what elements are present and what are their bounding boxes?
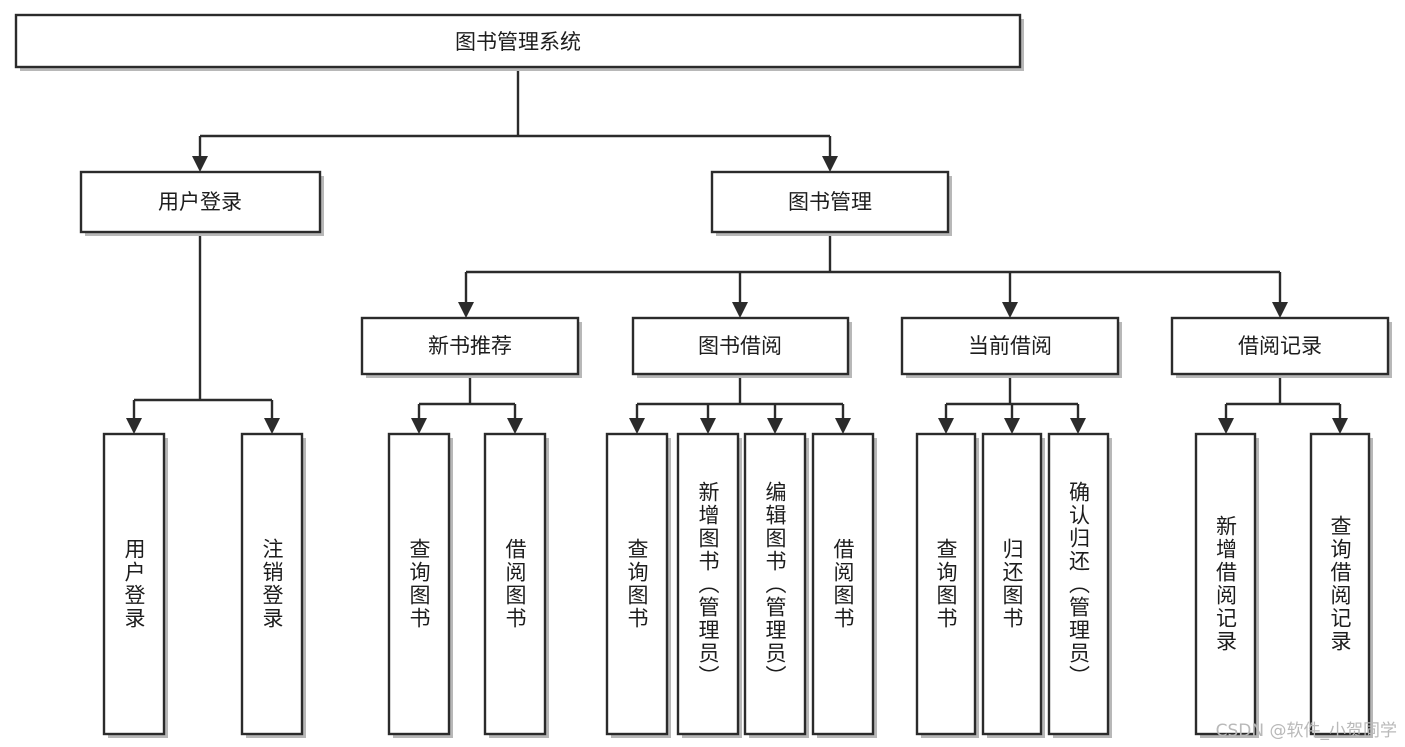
leaf-newbook-query-rect[interactable] (387, 432, 451, 736)
node-book-management-rect[interactable] (710, 170, 950, 234)
leaf-borrow-lend-rect[interactable] (811, 432, 875, 736)
node-book-borrow-label: 图书借阅 (698, 334, 782, 358)
node-book-borrow[interactable]: 图书借阅 (631, 316, 852, 378)
node-user-login[interactable]: 用户登录 (79, 170, 324, 236)
csdn-watermark: CSDN @软件_小贺同学 (1215, 721, 1397, 741)
arrow-leaf-current-query (938, 418, 954, 434)
connector-layer (126, 67, 1348, 434)
node-user-login-label: 用户登录 (158, 190, 242, 214)
arrow-to-book-mgmt (822, 156, 838, 172)
arrow-to-record (1272, 302, 1288, 318)
arrow-to-current (1002, 302, 1018, 318)
node-current-borrow[interactable]: 当前借阅 (900, 316, 1122, 378)
arrow-leaf-record-query (1332, 418, 1348, 434)
arrow-leaf-borrow-lend (835, 418, 851, 434)
arrow-leaf-borrow-edit (767, 418, 783, 434)
arrow-to-borrow (732, 302, 748, 318)
arrow-leaf-newbook-query (411, 418, 427, 434)
node-book-borrow-rect[interactable] (631, 316, 850, 376)
leaf-borrow-query-rect[interactable] (605, 432, 669, 736)
connector-newbook-bus (419, 374, 515, 406)
node-user-login-rect[interactable] (79, 170, 322, 234)
arrow-leaf-logout (264, 418, 280, 434)
leaf-logout-rect[interactable] (240, 432, 304, 736)
leaf-borrow-edit-rect[interactable] (743, 432, 807, 736)
arrow-leaf-user-login (126, 418, 142, 434)
arrow-leaf-current-return (1004, 418, 1020, 434)
leaf-user-login-rect[interactable] (102, 432, 166, 736)
leaf-record-query-rect[interactable] (1309, 432, 1371, 736)
node-root[interactable]: 图书管理系统 (14, 13, 1024, 71)
arrow-leaf-current-confirm (1070, 418, 1086, 434)
node-root-label: 图书管理系统 (455, 30, 581, 54)
node-new-book-recommend-rect[interactable] (360, 316, 580, 376)
node-book-management-label: 图书管理 (788, 190, 872, 214)
arrow-leaf-borrow-query (629, 418, 645, 434)
node-new-book-recommend-label: 新书推荐 (428, 334, 512, 358)
connector-userlogin-bus (134, 232, 272, 402)
arrow-leaf-borrow-add (700, 418, 716, 434)
node-current-borrow-rect[interactable] (900, 316, 1120, 376)
node-current-borrow-label: 当前借阅 (968, 334, 1052, 358)
connector-bookmgmt-bus (466, 232, 1280, 274)
node-borrow-record[interactable]: 借阅记录 (1170, 316, 1392, 378)
arrow-to-newbook (458, 302, 474, 318)
node-book-management[interactable]: 图书管理 (710, 170, 952, 236)
node-borrow-record-rect[interactable] (1170, 316, 1390, 376)
arrow-leaf-record-add (1218, 418, 1234, 434)
leaf-node-layer (102, 432, 1373, 738)
node-new-book-recommend[interactable]: 新书推荐 (360, 316, 582, 378)
node-borrow-record-label: 借阅记录 (1238, 334, 1322, 358)
leaf-borrow-add-rect[interactable] (676, 432, 740, 736)
leaf-current-return-rect[interactable] (981, 432, 1043, 736)
leaf-newbook-borrow-rect[interactable] (483, 432, 547, 736)
connector-root-bus (200, 67, 830, 138)
node-root-rect[interactable] (14, 13, 1022, 69)
leaf-current-query-rect[interactable] (915, 432, 977, 736)
arrow-to-user-login (192, 156, 208, 172)
connector-borrow-bus (637, 374, 843, 406)
connector-record-bus (1226, 374, 1340, 406)
arrow-leaf-newbook-borrow (507, 418, 523, 434)
leaf-current-confirm-rect[interactable] (1047, 432, 1110, 736)
connector-current-bus (946, 374, 1078, 406)
leaf-record-add-rect[interactable] (1194, 432, 1257, 736)
